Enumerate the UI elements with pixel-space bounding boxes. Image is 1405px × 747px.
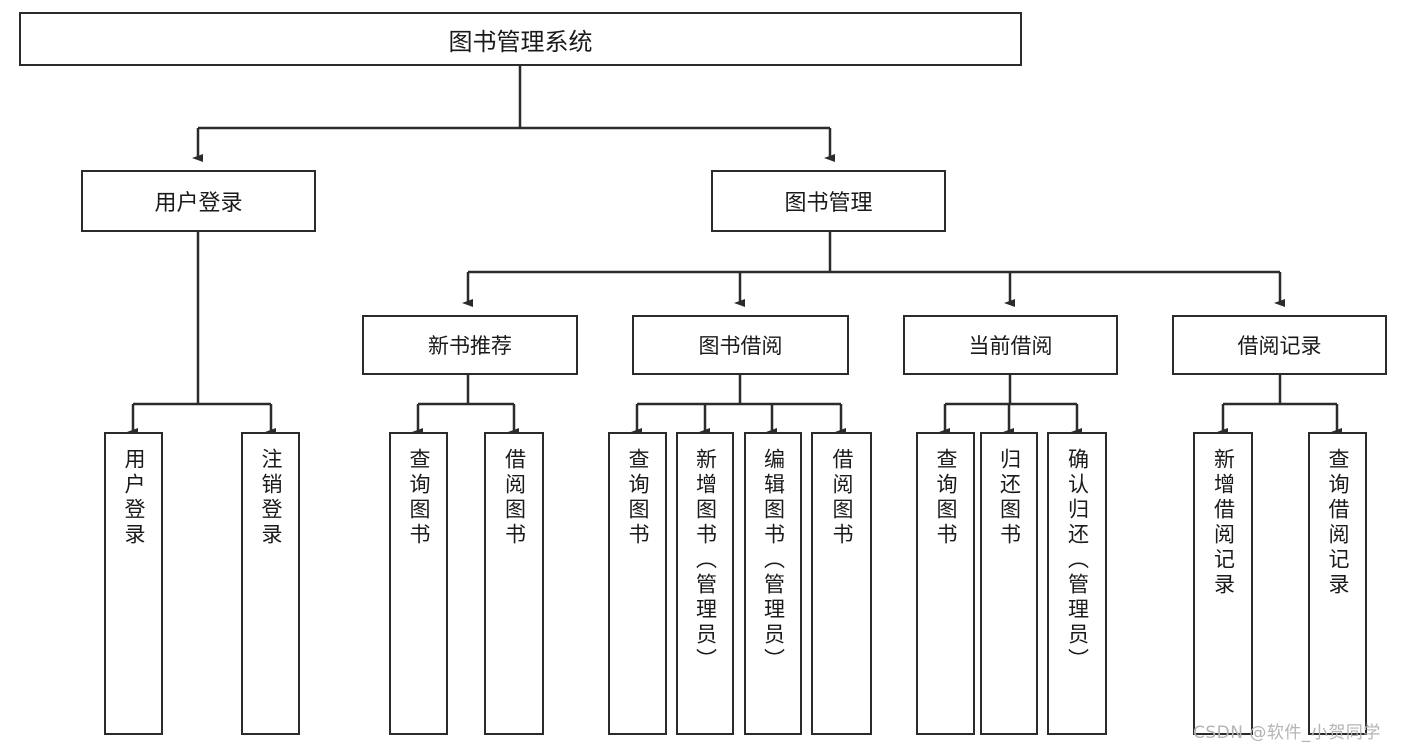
node-leaf-query-book-1[interactable]: 查询图书 <box>389 432 448 735</box>
node-leaf-query-book-3[interactable]: 查询图书 <box>916 432 975 735</box>
node-leaf-add-book[interactable]: 新增图书（管理员） <box>676 432 734 735</box>
node-leaf-query-book-1-label: 查询图书 <box>407 448 431 548</box>
node-leaf-return-book[interactable]: 归还图书 <box>980 432 1038 735</box>
node-leaf-query-record-label: 查询借阅记录 <box>1326 448 1350 598</box>
node-book-management[interactable]: 图书管理 <box>711 170 946 232</box>
node-new-book-recommend-label: 新书推荐 <box>428 334 512 358</box>
node-borrow-record[interactable]: 借阅记录 <box>1172 315 1387 375</box>
node-new-book-recommend[interactable]: 新书推荐 <box>362 315 578 375</box>
node-user-login-label: 用户登录 <box>154 191 243 216</box>
node-user-login[interactable]: 用户登录 <box>81 170 316 232</box>
node-leaf-user-logout-label: 注销登录 <box>259 448 283 548</box>
node-borrow-record-label: 借阅记录 <box>1237 334 1322 358</box>
node-leaf-user-login-label: 用户登录 <box>122 448 146 548</box>
node-leaf-query-book-2[interactable]: 查询图书 <box>608 432 667 735</box>
node-leaf-add-record-label: 新增借阅记录 <box>1211 448 1236 598</box>
node-leaf-query-book-2-label: 查询图书 <box>626 448 650 548</box>
node-leaf-user-login[interactable]: 用户登录 <box>104 432 163 735</box>
node-leaf-user-logout[interactable]: 注销登录 <box>241 432 300 735</box>
node-leaf-borrow-book-1[interactable]: 借阅图书 <box>484 432 544 735</box>
node-leaf-confirm-return[interactable]: 确认归还（管理员） <box>1047 432 1107 735</box>
node-leaf-confirm-return-label: 确认归还（管理员） <box>1065 448 1090 673</box>
node-leaf-return-book-label: 归还图书 <box>997 448 1022 548</box>
node-current-borrow[interactable]: 当前借阅 <box>903 315 1118 375</box>
node-current-borrow-label: 当前借阅 <box>968 334 1053 358</box>
node-leaf-borrow-book-1-label: 借阅图书 <box>502 448 527 548</box>
watermark-text: CSDN @软件_小贺同学 <box>1193 723 1381 743</box>
node-root[interactable]: 图书管理系统 <box>19 12 1022 66</box>
node-leaf-borrow-book-2-label: 借阅图书 <box>830 448 854 548</box>
node-book-borrow-label: 图书借阅 <box>698 334 783 358</box>
node-leaf-borrow-book-2[interactable]: 借阅图书 <box>811 432 872 735</box>
node-leaf-query-book-3-label: 查询图书 <box>934 448 958 548</box>
node-leaf-add-record[interactable]: 新增借阅记录 <box>1193 432 1253 735</box>
node-leaf-add-book-label: 新增图书（管理员） <box>693 448 718 673</box>
node-leaf-edit-book[interactable]: 编辑图书（管理员） <box>744 432 802 735</box>
node-book-management-label: 图书管理 <box>784 191 873 216</box>
node-book-borrow[interactable]: 图书借阅 <box>632 315 849 375</box>
node-leaf-edit-book-label: 编辑图书（管理员） <box>761 448 786 673</box>
node-root-label: 图书管理系统 <box>448 27 593 56</box>
node-leaf-query-record[interactable]: 查询借阅记录 <box>1308 432 1367 735</box>
